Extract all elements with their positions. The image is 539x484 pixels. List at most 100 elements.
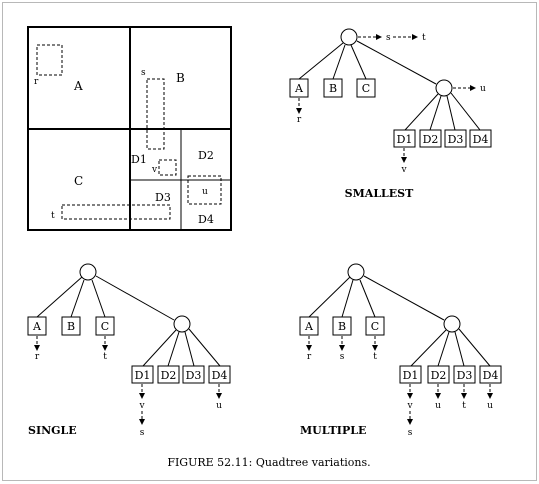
pointer-label: t — [373, 352, 377, 362]
edge — [36, 276, 83, 318]
edge — [429, 95, 442, 131]
edge — [188, 328, 221, 367]
pointer-label: r — [307, 352, 312, 362]
pointer-label: t — [422, 33, 426, 43]
object-label-s: s — [141, 68, 146, 78]
tree-node-label: C — [362, 82, 370, 95]
object-label-v: v — [151, 165, 158, 175]
tree-node-label: D1 — [135, 369, 151, 382]
tree-node-d3 — [182, 365, 205, 384]
edge — [410, 329, 447, 367]
tree-node-label: D1 — [397, 133, 413, 146]
tree-title-smallest: SMALLEST — [345, 187, 414, 200]
object-s-rect — [146, 78, 165, 150]
tree-node-label: D2 — [161, 369, 177, 382]
tree-node-d2 — [157, 365, 180, 384]
edge — [91, 279, 106, 318]
object-label-u: u — [202, 187, 208, 197]
pointer-label: t — [462, 401, 466, 411]
region-label-d3: D3 — [155, 191, 171, 204]
edge — [184, 331, 195, 367]
tree-node-label: A — [32, 320, 42, 333]
tree-node-d2 — [419, 129, 442, 148]
tree-node-d — [435, 79, 453, 97]
object-r-rect — [36, 44, 63, 76]
tree-node-d3 — [453, 365, 476, 384]
tree-node-label: B — [329, 82, 337, 95]
tree-node-a — [289, 78, 309, 98]
edge — [142, 329, 177, 367]
tree-node-a — [27, 316, 47, 336]
tree-node-root — [340, 28, 358, 46]
pointer-label: v — [400, 165, 407, 175]
tree-node-root — [347, 263, 365, 281]
tree-node-label: B — [67, 320, 75, 333]
edge — [308, 276, 351, 318]
edge — [356, 40, 437, 85]
edge — [298, 42, 344, 80]
tree-single: A B C r t D1 D2 D3 D4 v s u SINGLE — [27, 263, 231, 438]
edge — [70, 279, 85, 318]
tree-node-d4 — [208, 365, 231, 384]
edge — [437, 331, 450, 367]
pointer-label: u — [216, 401, 222, 411]
edge — [458, 328, 491, 367]
pointer-label: s — [140, 428, 145, 438]
edge — [446, 95, 456, 131]
tree-node-d — [443, 315, 461, 333]
tree-node-d1 — [131, 365, 154, 384]
pointer-label: r — [297, 115, 302, 125]
pointer-label: s — [408, 428, 413, 438]
tree-title-multiple: MULTIPLE — [300, 424, 366, 437]
tree-smallest: s t u A B C r D1 D2 D3 D4 v SMALLEST — [289, 28, 492, 200]
edge — [454, 331, 465, 367]
tree-node-label: A — [294, 82, 304, 95]
tree-node-label: D1 — [403, 369, 419, 382]
tree-node-b — [323, 78, 343, 98]
edge — [332, 44, 346, 80]
pointer-label: v — [138, 401, 145, 411]
edge — [359, 279, 376, 318]
pointer-label: u — [435, 401, 441, 411]
edge — [350, 44, 367, 80]
region-label-d1: D1 — [131, 153, 147, 166]
tree-node-d4 — [479, 365, 502, 384]
tree-node-label: D4 — [212, 369, 228, 382]
tree-multiple: A B C r s t D1 D2 D3 D4 v s u t u MULTIP… — [299, 263, 502, 438]
tree-node-a — [299, 316, 319, 336]
tree-title-single: SINGLE — [28, 424, 77, 437]
pointer-label: u — [487, 401, 493, 411]
tree-node-d1 — [393, 129, 416, 148]
tree-node-b — [332, 316, 352, 336]
tree-node-d3 — [444, 129, 467, 148]
pointer-label: v — [406, 401, 413, 411]
edge — [341, 279, 354, 318]
tree-node-b — [61, 316, 81, 336]
region-label-d2: D2 — [198, 149, 214, 162]
object-u-rect — [187, 175, 222, 205]
space-partition: A B C D1 D2 D3 D4 r s v u t — [27, 26, 232, 231]
object-label-r: r — [34, 77, 39, 87]
region-label-b: B — [176, 71, 185, 85]
tree-node-d1 — [399, 365, 422, 384]
pointer-label: s — [340, 352, 345, 362]
figure-caption: FIGURE 52.11: Quadtree variations. — [167, 456, 370, 469]
tree-node-root — [79, 263, 97, 281]
region-label-a: A — [73, 79, 83, 93]
tree-node-label: B — [338, 320, 346, 333]
tree-node-label: D3 — [448, 133, 464, 146]
object-label-t: t — [51, 211, 55, 221]
edge — [95, 275, 175, 321]
tree-node-label: C — [371, 320, 379, 333]
pointer-label: s — [386, 33, 391, 43]
object-v-rect — [158, 159, 177, 176]
pointer-label: t — [103, 352, 107, 362]
tree-node-d — [173, 315, 191, 333]
tree-node-label: D4 — [483, 369, 499, 382]
pointer-label: u — [480, 84, 486, 94]
tree-node-label: D2 — [423, 133, 439, 146]
tree-node-c — [95, 316, 115, 336]
tree-node-label: A — [304, 320, 314, 333]
tree-node-c — [356, 78, 376, 98]
pointer-label: r — [35, 352, 40, 362]
